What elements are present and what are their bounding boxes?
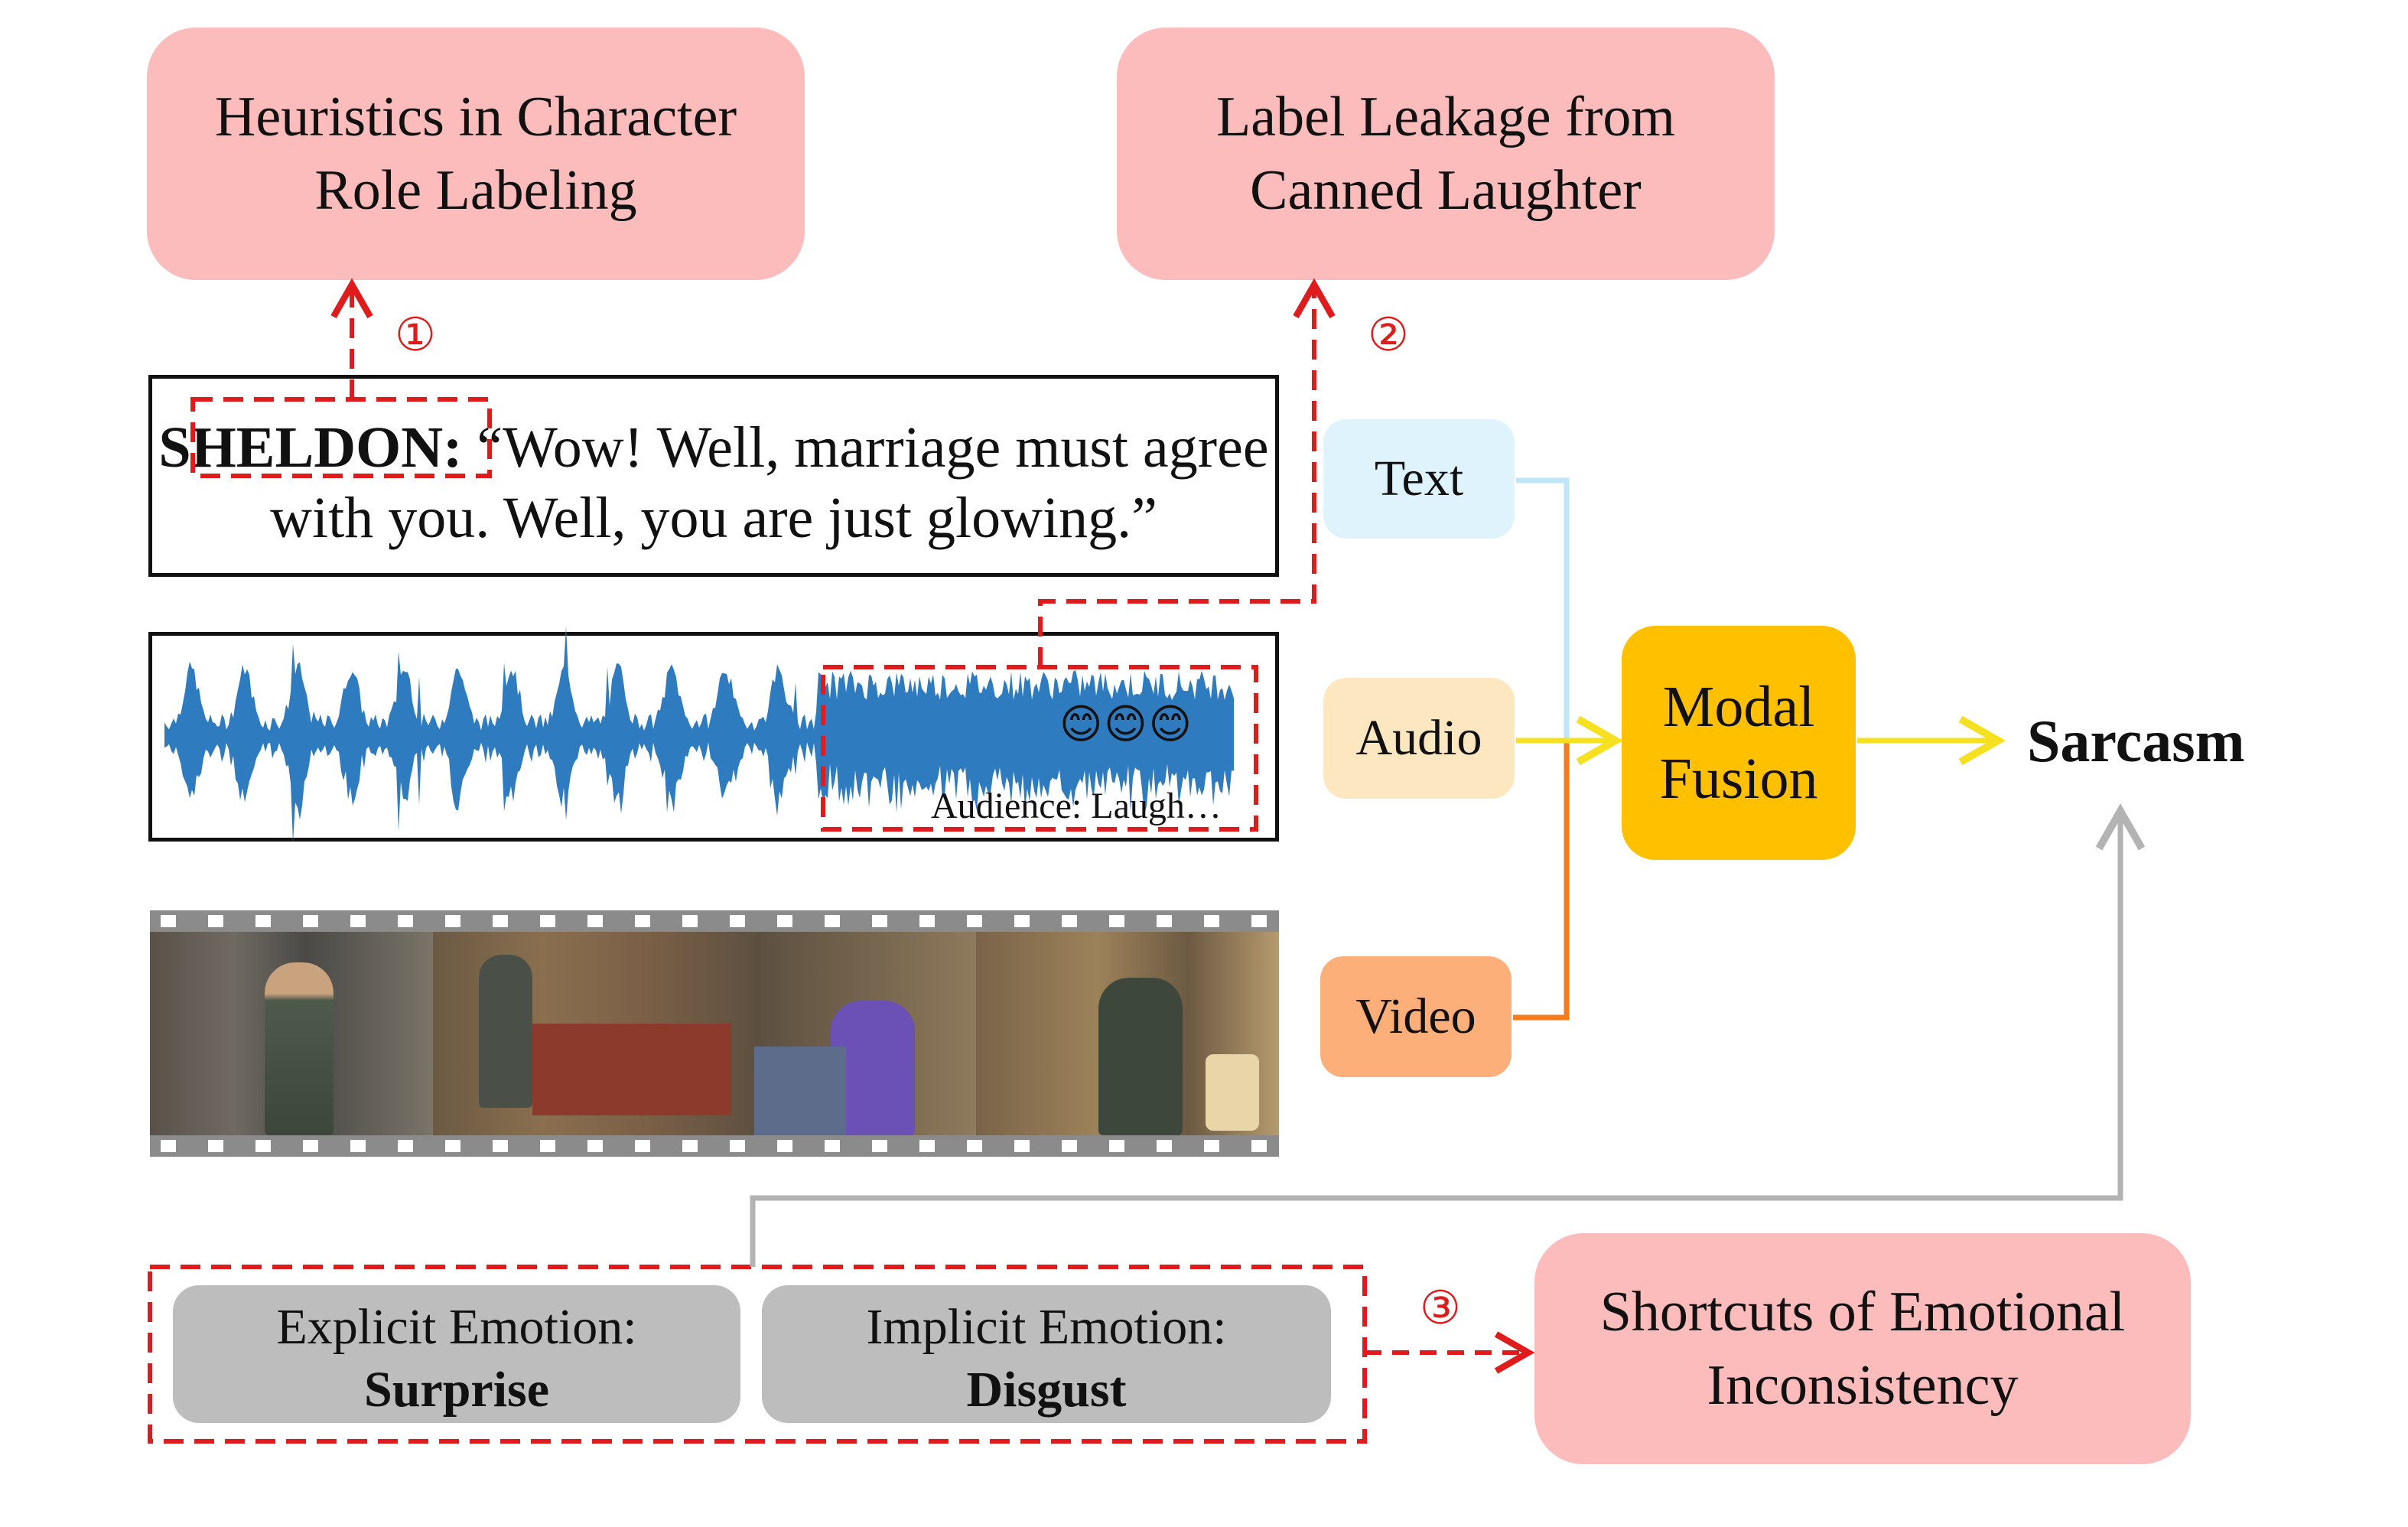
audio-modality-label: Audio	[1355, 710, 1482, 766]
film-perforations	[161, 915, 1267, 1152]
explicit-emotion-box: Explicit Emotion: Surprise	[173, 1285, 740, 1423]
film-perforation	[1204, 1140, 1219, 1152]
issue-emotional-inconsistency-box: Shortcuts of Emotional Inconsistency	[1534, 1233, 2191, 1464]
film-perforation	[777, 1140, 792, 1152]
film-perforation	[398, 915, 413, 927]
utterance-text: “Wow! Well, marriage must agree with you…	[270, 415, 1269, 550]
film-perforation	[1251, 1140, 1267, 1152]
film-perforation	[1251, 915, 1267, 927]
film-perforation	[161, 915, 176, 927]
film-perforation	[730, 915, 745, 927]
video-modality-label: Video	[1355, 988, 1476, 1044]
text-to-fusion-line	[1516, 477, 1570, 741]
text-modality-label: Text	[1374, 451, 1464, 506]
film-perforation	[303, 1140, 318, 1152]
film-perforation	[635, 915, 650, 927]
film-perforation	[825, 1140, 840, 1152]
smile-emoji-icon: 😊	[1148, 700, 1193, 748]
film-perforation	[445, 915, 460, 927]
film-perforation	[1157, 915, 1172, 927]
implicit-emotion-box: Implicit Emotion: Disgust	[762, 1285, 1331, 1423]
film-perforation	[350, 1140, 366, 1152]
audio-waveform-box: 😊😊😊 Audience: Laugh…	[148, 626, 1279, 844]
marker-2: ②	[1368, 308, 1409, 362]
film-perforation	[1062, 915, 1077, 927]
arrow-to-label-leakage	[1038, 278, 1336, 667]
explicit-emotion-label: Explicit Emotion:	[276, 1299, 637, 1355]
film-perforation	[350, 915, 366, 927]
film-perforation	[1014, 1140, 1030, 1152]
issue-emotional-inconsistency-text: Shortcuts of Emotional Inconsistency	[1599, 1281, 2126, 1417]
waveform	[164, 626, 1234, 844]
video-filmstrip	[150, 910, 1279, 1157]
film-perforation	[682, 1140, 698, 1152]
video-frame-2	[433, 932, 976, 1135]
smile-emoji-icon: 😊	[1059, 700, 1105, 748]
video-frames	[150, 932, 1279, 1135]
film-perforation	[1109, 1140, 1124, 1152]
film-perforation	[445, 1140, 460, 1152]
text-modality-chip: Text	[1323, 419, 1515, 539]
audio-modality-chip: Audio	[1323, 678, 1515, 799]
film-perforation	[255, 1140, 271, 1152]
explicit-emotion-value: Surprise	[363, 1362, 550, 1418]
issue-role-labeling-box: Heuristics in Character Role Labeling	[147, 28, 805, 280]
film-perforation	[682, 915, 698, 927]
film-perforation	[1109, 915, 1124, 927]
film-perforation	[635, 1140, 650, 1152]
film-perforation	[872, 1140, 887, 1152]
implicit-emotion-value: Disgust	[966, 1362, 1127, 1418]
laugh-emojis: 😊😊😊	[1059, 702, 1193, 747]
film-perforation	[493, 1140, 508, 1152]
implicit-emotion-label: Implicit Emotion:	[866, 1299, 1227, 1355]
film-perforation	[919, 915, 935, 927]
speaker-colon: :	[443, 415, 463, 480]
marker-3: ③	[1420, 1281, 1461, 1335]
film-perforation	[919, 1140, 935, 1152]
film-perforation	[1014, 915, 1030, 927]
issue-role-labeling-text: Heuristics in Character Role Labeling	[214, 86, 737, 222]
modal-fusion-label: Modal Fusion	[1659, 675, 1818, 811]
film-perforation	[872, 915, 887, 927]
film-perforation	[967, 1140, 982, 1152]
film-perforation	[730, 1140, 745, 1152]
issue-label-leakage-box: Label Leakage from Canned Laughter	[1117, 28, 1775, 280]
film-perforation	[1062, 1140, 1077, 1152]
video-frame-1	[150, 932, 433, 1135]
film-perforation	[825, 915, 840, 927]
issue-label-leakage-text: Label Leakage from Canned Laughter	[1216, 86, 1675, 222]
emotion-to-sarcasm-arrow	[750, 803, 2146, 1267]
film-perforation	[1157, 1140, 1172, 1152]
film-perforation	[398, 1140, 413, 1152]
smile-emoji-icon: 😊	[1104, 700, 1149, 748]
modal-fusion-box: Modal Fusion	[1622, 626, 1856, 860]
video-frame-3	[976, 932, 1279, 1135]
laughter-highlight-dashed	[821, 665, 1258, 832]
audio-caption: Audience: Laugh…	[931, 786, 1222, 826]
film-perforation	[208, 915, 223, 927]
speaker-name: SHELDON	[158, 415, 444, 480]
video-to-fusion-line	[1513, 741, 1570, 1021]
film-perforation	[161, 1140, 176, 1152]
speaker-highlight-dashed	[190, 397, 492, 478]
film-perforation	[587, 915, 603, 927]
film-perforation	[303, 915, 318, 927]
film-perforation	[540, 1140, 555, 1152]
marker-1: ①	[395, 308, 436, 362]
film-perforation	[493, 915, 508, 927]
sarcasm-output: Sarcasm	[2027, 708, 2245, 774]
video-modality-chip: Video	[1320, 956, 1512, 1077]
film-perforation	[777, 915, 792, 927]
film-perforation	[1204, 915, 1219, 927]
film-perforation	[255, 915, 271, 927]
film-perforation	[208, 1140, 223, 1152]
film-perforation	[587, 1140, 603, 1152]
film-perforation	[540, 915, 555, 927]
emotion-group-dashed	[148, 1265, 1367, 1444]
film-perforation	[967, 915, 982, 927]
